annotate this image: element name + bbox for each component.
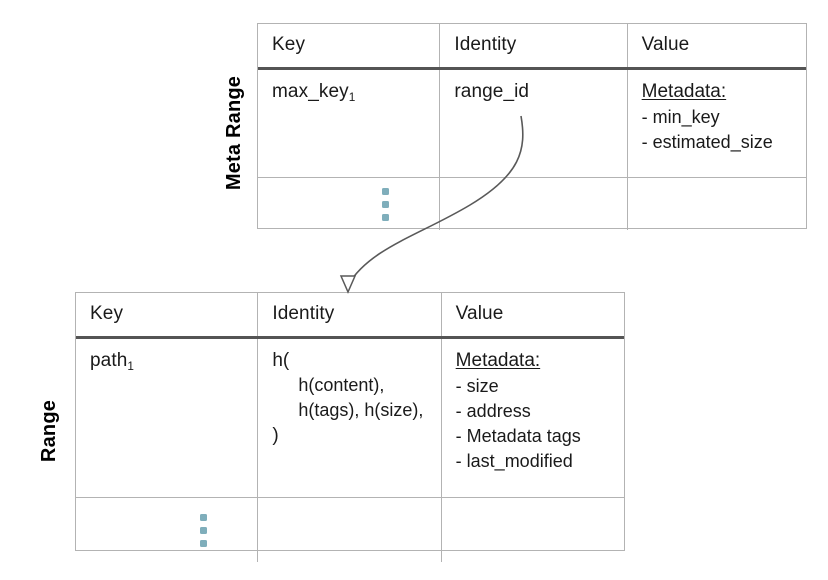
range-key-text: path — [90, 350, 128, 371]
meta-range-side-label: Meta Range — [223, 75, 245, 191]
range-value-heading: Metadata: — [455, 350, 541, 371]
range-ellipsis-value — [442, 498, 624, 562]
range-table: Key Identity Value path1 h( h(content), … — [75, 292, 625, 562]
vertical-ellipsis-icon — [258, 178, 439, 230]
range-value-list: - size - address - Metadata tags - last_… — [455, 376, 581, 471]
range-identity-close: ) — [272, 425, 279, 446]
meta-range-key-text: max_key — [272, 81, 349, 102]
meta-range-ellipsis-key — [258, 178, 441, 230]
range-ellipsis-key — [76, 498, 259, 562]
vertical-ellipsis-icon — [76, 498, 257, 562]
meta-range-identity-text: range_id — [454, 81, 530, 102]
range-side-label: Range — [38, 399, 60, 463]
meta-range-header-row: Key Identity Value — [258, 24, 806, 70]
range-cell-key: path1 — [76, 339, 259, 497]
meta-range-value-heading: Metadata: — [641, 81, 727, 102]
range-header-identity: Identity — [258, 293, 442, 336]
meta-range-ellipsis-identity — [440, 178, 628, 230]
range-identity-inner: h(content), h(tags), h(size), — [298, 375, 424, 420]
meta-range-header-identity: Identity — [440, 24, 628, 67]
meta-range-value-list: - min_key - estimated_size — [641, 107, 773, 152]
range-key-subscript: 1 — [127, 359, 135, 373]
range-ellipsis-identity — [258, 498, 442, 562]
meta-range-ellipsis-value — [628, 178, 806, 230]
range-header-value: Value — [455, 303, 504, 324]
meta-range-cell-key: max_key1 — [258, 70, 441, 177]
range-identity-open: h( — [272, 350, 290, 371]
arrowhead-hollow-triangle-icon — [339, 275, 357, 294]
meta-range-key-subscript: 1 — [348, 90, 356, 104]
meta-range-cell-identity: range_id — [440, 70, 628, 177]
range-cell-value: Metadata: - size - address - Metadata ta… — [442, 339, 624, 497]
meta-range-table: Key Identity Value max_key1 range_id Met… — [257, 23, 807, 230]
meta-range-ellipsis-row — [258, 177, 806, 230]
range-cell-identity: h( h(content), h(tags), h(size), ) — [258, 339, 442, 497]
meta-range-header-value: Value — [641, 34, 690, 55]
range-ellipsis-row — [76, 497, 624, 562]
meta-range-row: max_key1 range_id Metadata: - min_key - … — [258, 70, 806, 177]
meta-range-header-key: Key — [258, 24, 441, 67]
range-header-row: Key Identity Value — [76, 293, 624, 339]
range-row: path1 h( h(content), h(tags), h(size), )… — [76, 339, 624, 497]
range-header-key: Key — [76, 293, 259, 336]
meta-range-cell-value: Metadata: - min_key - estimated_size — [628, 70, 806, 177]
